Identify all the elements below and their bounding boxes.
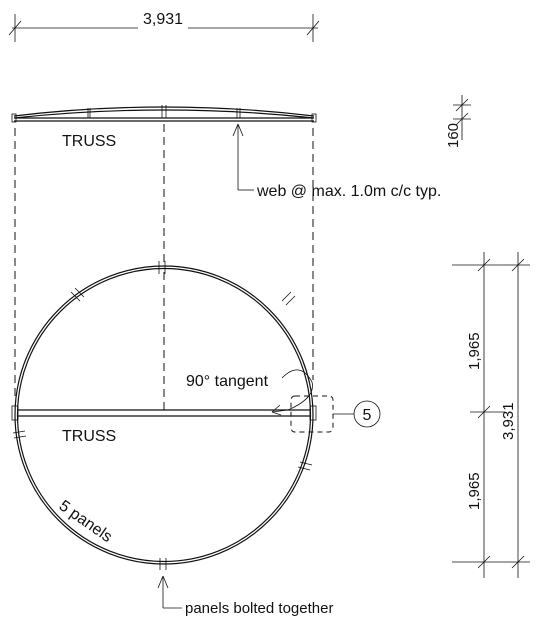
bolt-note: panels bolted together	[185, 600, 333, 617]
truss-plan	[11, 405, 317, 421]
projection-lines	[14, 124, 314, 412]
upper-half-label: 1,965	[466, 332, 483, 370]
panel-joint-marks	[12, 261, 313, 570]
vertical-dimensions: 1,965 1,965 3,931	[452, 252, 530, 578]
truss-plan-label: TRUSS	[62, 428, 116, 445]
truss-elevation-label: TRUSS	[62, 133, 116, 150]
detail-reference: 5	[290, 395, 381, 433]
tangent-label: 90° tangent	[186, 373, 269, 390]
web-note: web @ max. 1.0m c/c typ.	[256, 183, 441, 200]
tangent-note: 90° tangent	[186, 369, 313, 416]
bolt-note-leader: panels bolted together	[157, 575, 333, 617]
lower-half-label: 1,965	[466, 472, 483, 510]
overall-height-label: 3,931	[500, 402, 517, 440]
truss-depth-dimension: 160	[445, 95, 471, 148]
detail-number: 5	[363, 407, 372, 424]
truss-depth-label: 160	[445, 123, 462, 148]
overall-width-label: 3,931	[143, 11, 183, 28]
ring-plan: TRUSS 5 panels	[11, 261, 317, 570]
overall-width-dimension: 3,931	[8, 11, 320, 42]
truss-elevation: TRUSS	[11, 105, 317, 150]
web-note-leader: web @ max. 1.0m c/c typ.	[232, 123, 441, 200]
